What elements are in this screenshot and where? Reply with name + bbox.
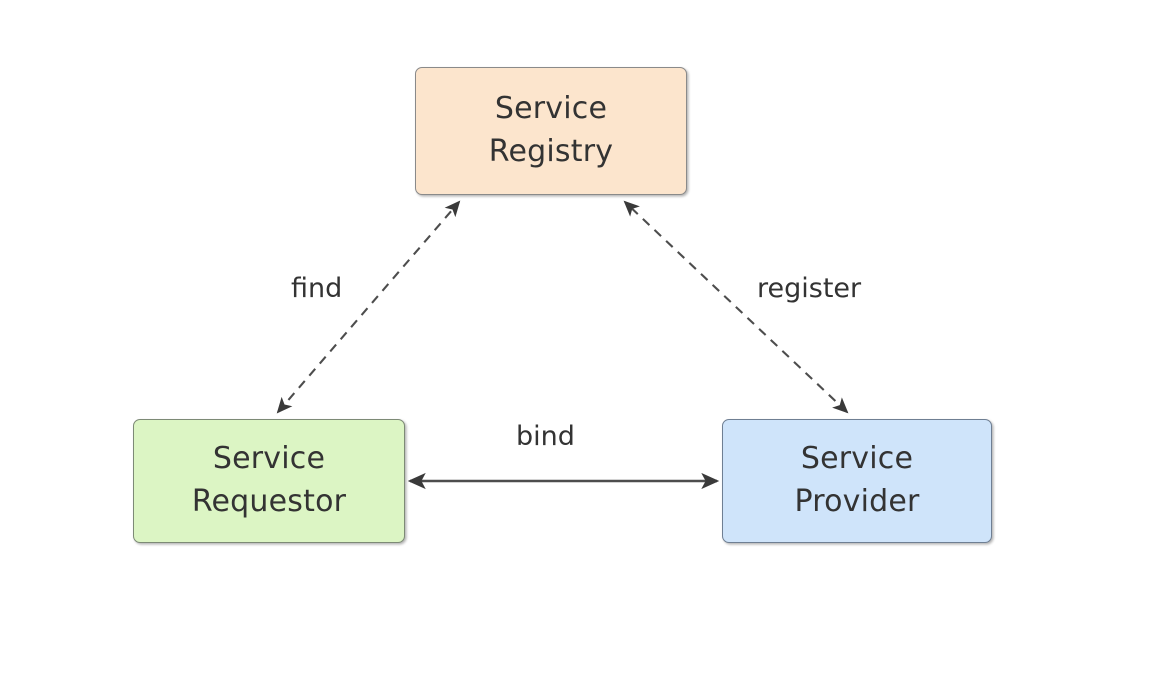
node-service-provider[interactable]: Service Provider xyxy=(722,419,992,543)
node-service-requestor[interactable]: Service Requestor xyxy=(133,419,405,543)
node-service-registry[interactable]: Service Registry xyxy=(415,67,687,195)
node-service-requestor-label-line1: Service xyxy=(212,441,326,477)
edge-find xyxy=(276,200,461,414)
node-service-provider-label-line2: Provider xyxy=(794,484,920,519)
edge-label-bind: bind xyxy=(516,421,575,452)
edge-label-register: register xyxy=(757,273,862,304)
node-service-requestor-label-line2: Requestor xyxy=(191,484,347,519)
edge-label-find: find xyxy=(291,273,343,304)
node-service-registry-label-line1: Service xyxy=(494,91,608,127)
node-service-provider-label-line1: Service xyxy=(800,441,914,477)
edge-register xyxy=(623,200,849,414)
node-service-registry-label-line2: Registry xyxy=(488,134,614,169)
